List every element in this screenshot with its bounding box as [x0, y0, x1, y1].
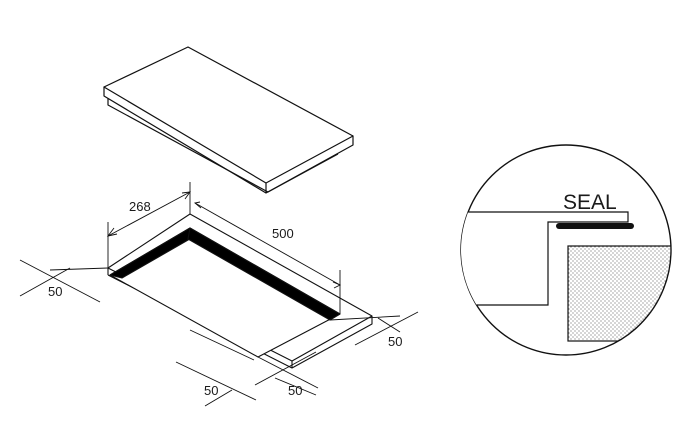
hob-glass-top [103, 46, 354, 184]
hob-unit [103, 46, 354, 194]
worktop [107, 213, 373, 369]
seal-detail-view: SEAL [460, 144, 672, 356]
dimension-margin-right-label: 50 [388, 334, 402, 349]
worktop-section [461, 211, 629, 306]
seal-label: SEAL [563, 191, 617, 214]
dimension-lines [19, 182, 419, 407]
dimension-width-label: 268 [129, 199, 151, 214]
hob-base [107, 98, 339, 193]
dimension-length-label: 500 [272, 226, 294, 241]
dimension-margin-front-right-label: 50 [288, 383, 302, 398]
dimension-margin-front-left-label: 50 [204, 383, 218, 398]
seal-strip [556, 223, 634, 229]
dimension-margin-left-label: 50 [48, 284, 62, 299]
hob-section [567, 245, 671, 342]
